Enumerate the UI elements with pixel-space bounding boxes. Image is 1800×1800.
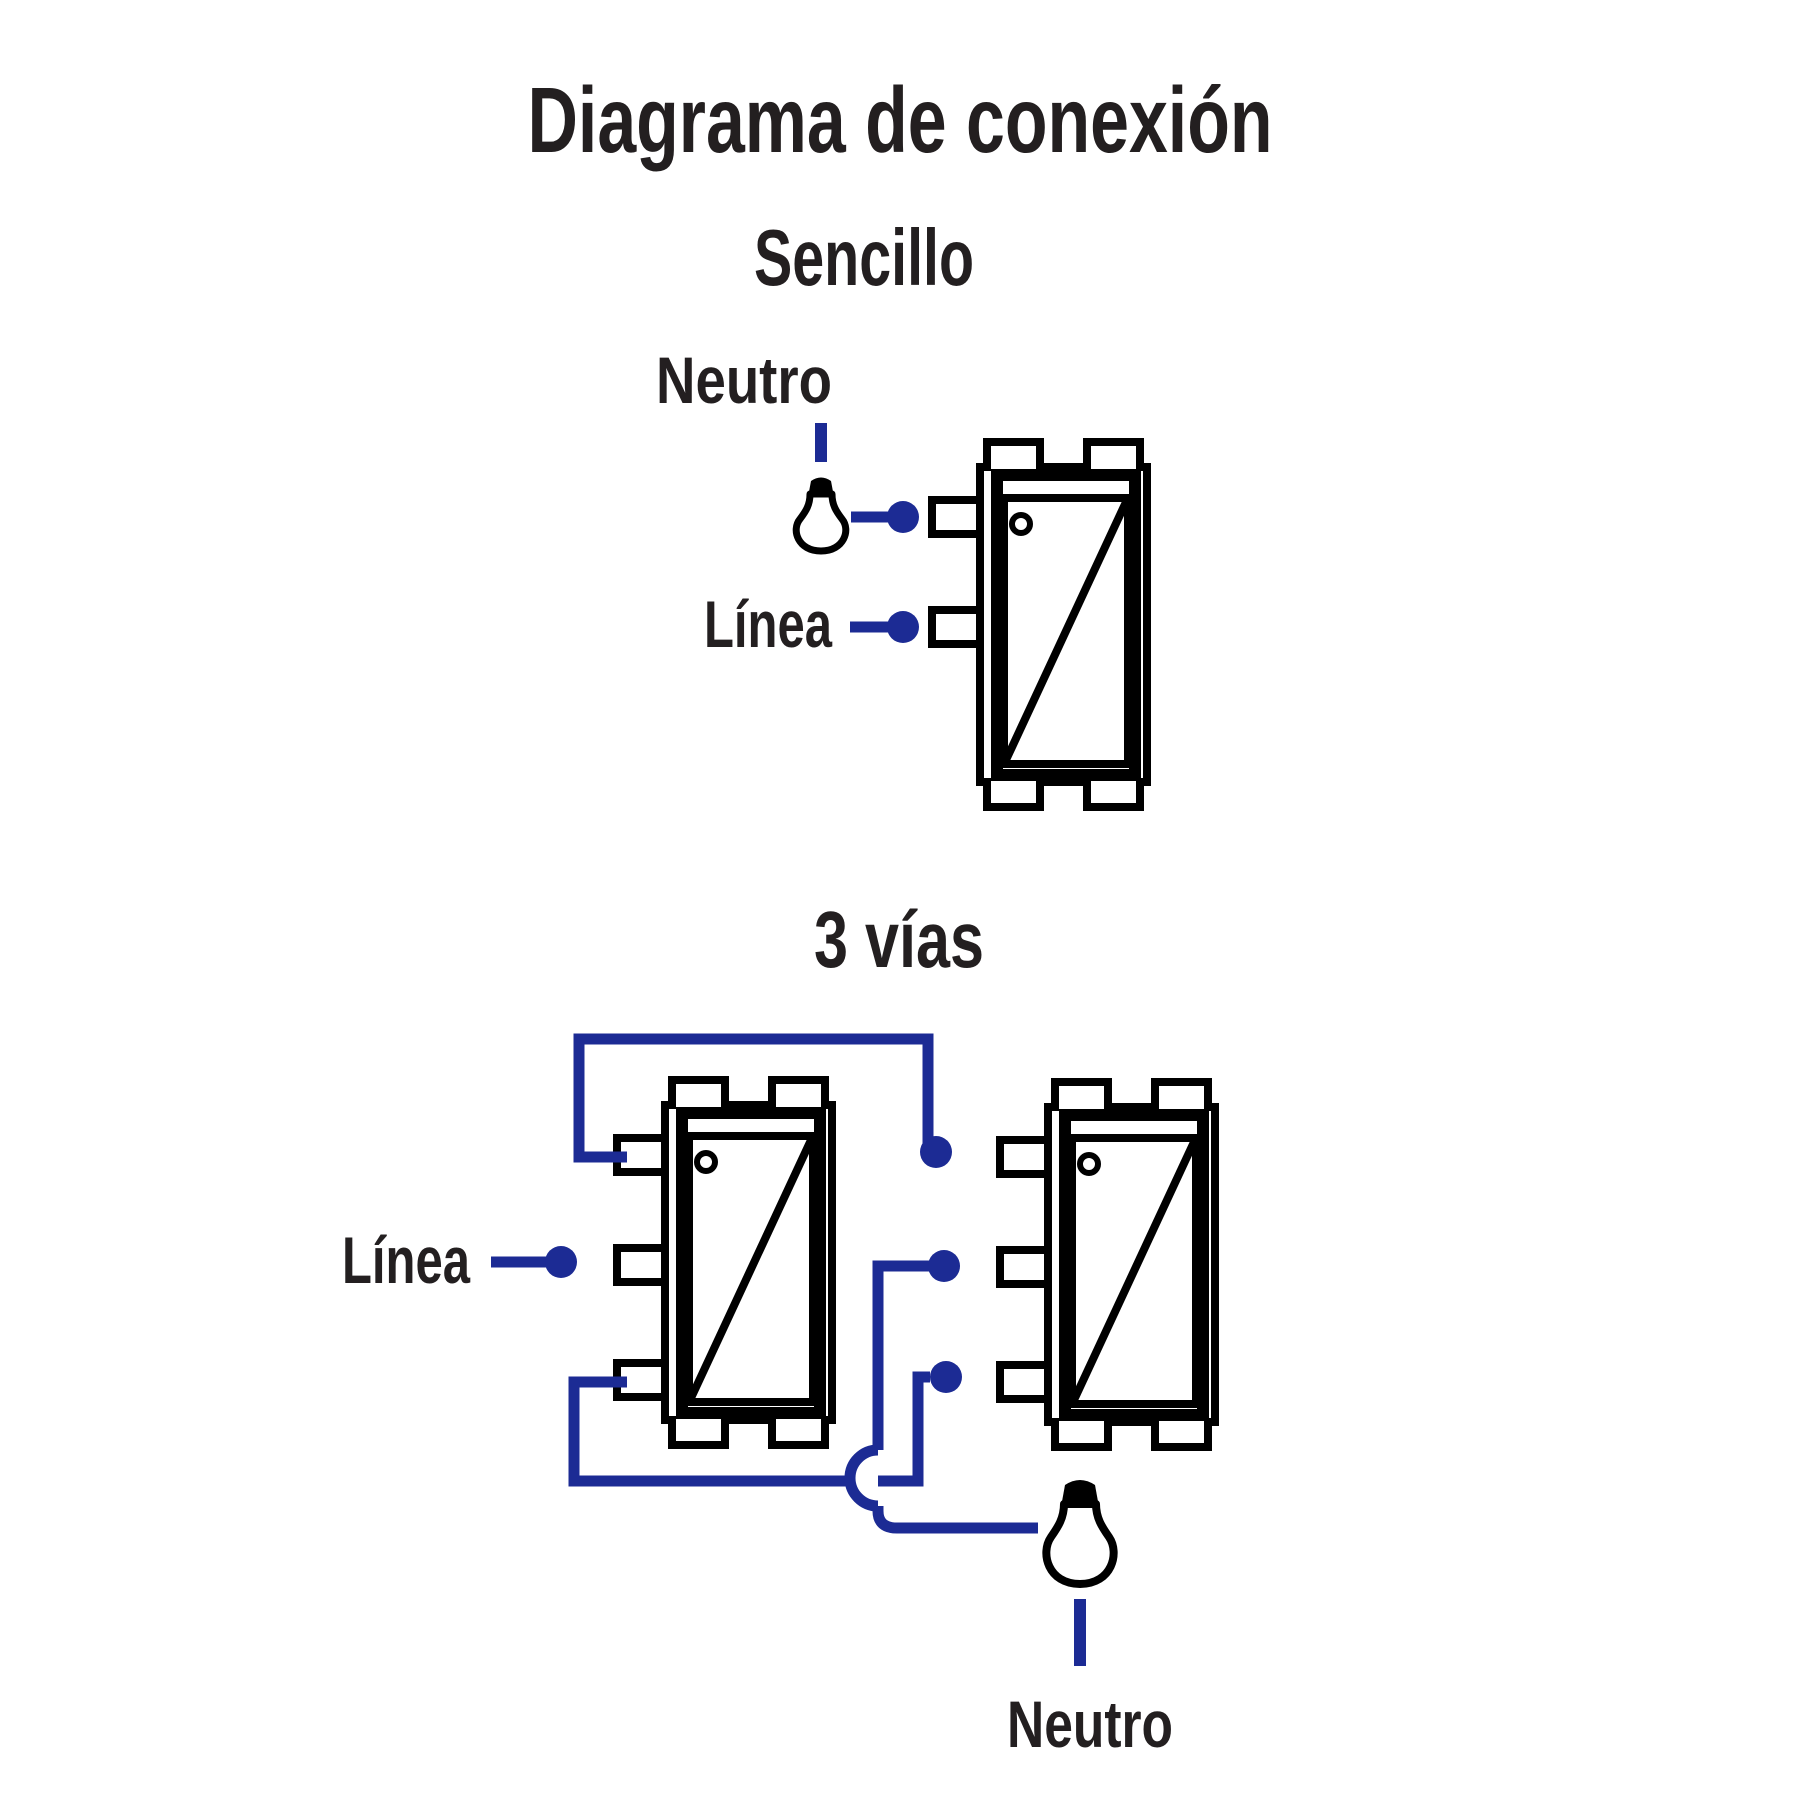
terminal-bottom: [928, 606, 984, 648]
section-heading-3vias: 3 vías: [814, 895, 984, 984]
label-neutro-3vias: Neutro: [1007, 1687, 1173, 1761]
label-neutro-sencillo: Neutro: [656, 343, 832, 417]
wire-connection-dot-linea-sencillo: [887, 611, 919, 643]
terminal-top: [928, 496, 984, 538]
wire-crossover-hop: [844, 1444, 879, 1512]
bulb-cap: [1061, 1480, 1099, 1507]
light-bulb-icon-3vias: [1042, 1480, 1118, 1588]
terminal-top: [996, 1136, 1052, 1178]
rocker-switch-icon-3way-left: [613, 1080, 832, 1445]
labels-group: Diagrama de conexión Sencillo Neutro Lín…: [342, 68, 1273, 1761]
light-bulb-icon-sencillo: [792, 477, 850, 555]
label-linea-3vias: Línea: [342, 1223, 471, 1297]
wire-common-upper-3vias: [872, 1260, 929, 1450]
switches-group: [613, 442, 1215, 1447]
rocker-switch-icon-3way-right: [996, 1082, 1215, 1447]
connection-dots-group: [545, 501, 962, 1393]
bulb-cap: [808, 477, 834, 497]
bulb-glass: [1042, 1500, 1118, 1588]
rocker-switch-icon-sencillo: [928, 442, 1147, 807]
wire-connection-dot-middle-3vias: [928, 1250, 960, 1282]
bulb-glass: [792, 490, 850, 555]
bulbs-group: [792, 477, 1118, 1588]
wire-top-traveler-3vias: [573, 1033, 934, 1163]
wire-bottom-traveler-3vias: [568, 1371, 930, 1487]
wire-connection-dot-neutro-sencillo: [887, 501, 919, 533]
wires-group: [491, 423, 1086, 1666]
wire-common-lower-3vias: [872, 1506, 1038, 1534]
page-title: Diagrama de conexión: [528, 68, 1273, 172]
terminal-middle: [613, 1244, 669, 1286]
terminal-bottom: [996, 1361, 1052, 1403]
wire-connection-dot-bottom-3vias: [930, 1361, 962, 1393]
section-heading-sencillo: Sencillo: [754, 213, 974, 302]
wire-connection-dot-linea-3vias: [545, 1246, 577, 1278]
terminal-middle: [996, 1246, 1052, 1288]
wire-connection-dot-top-3vias: [920, 1136, 952, 1168]
label-linea-sencillo: Línea: [704, 587, 833, 661]
